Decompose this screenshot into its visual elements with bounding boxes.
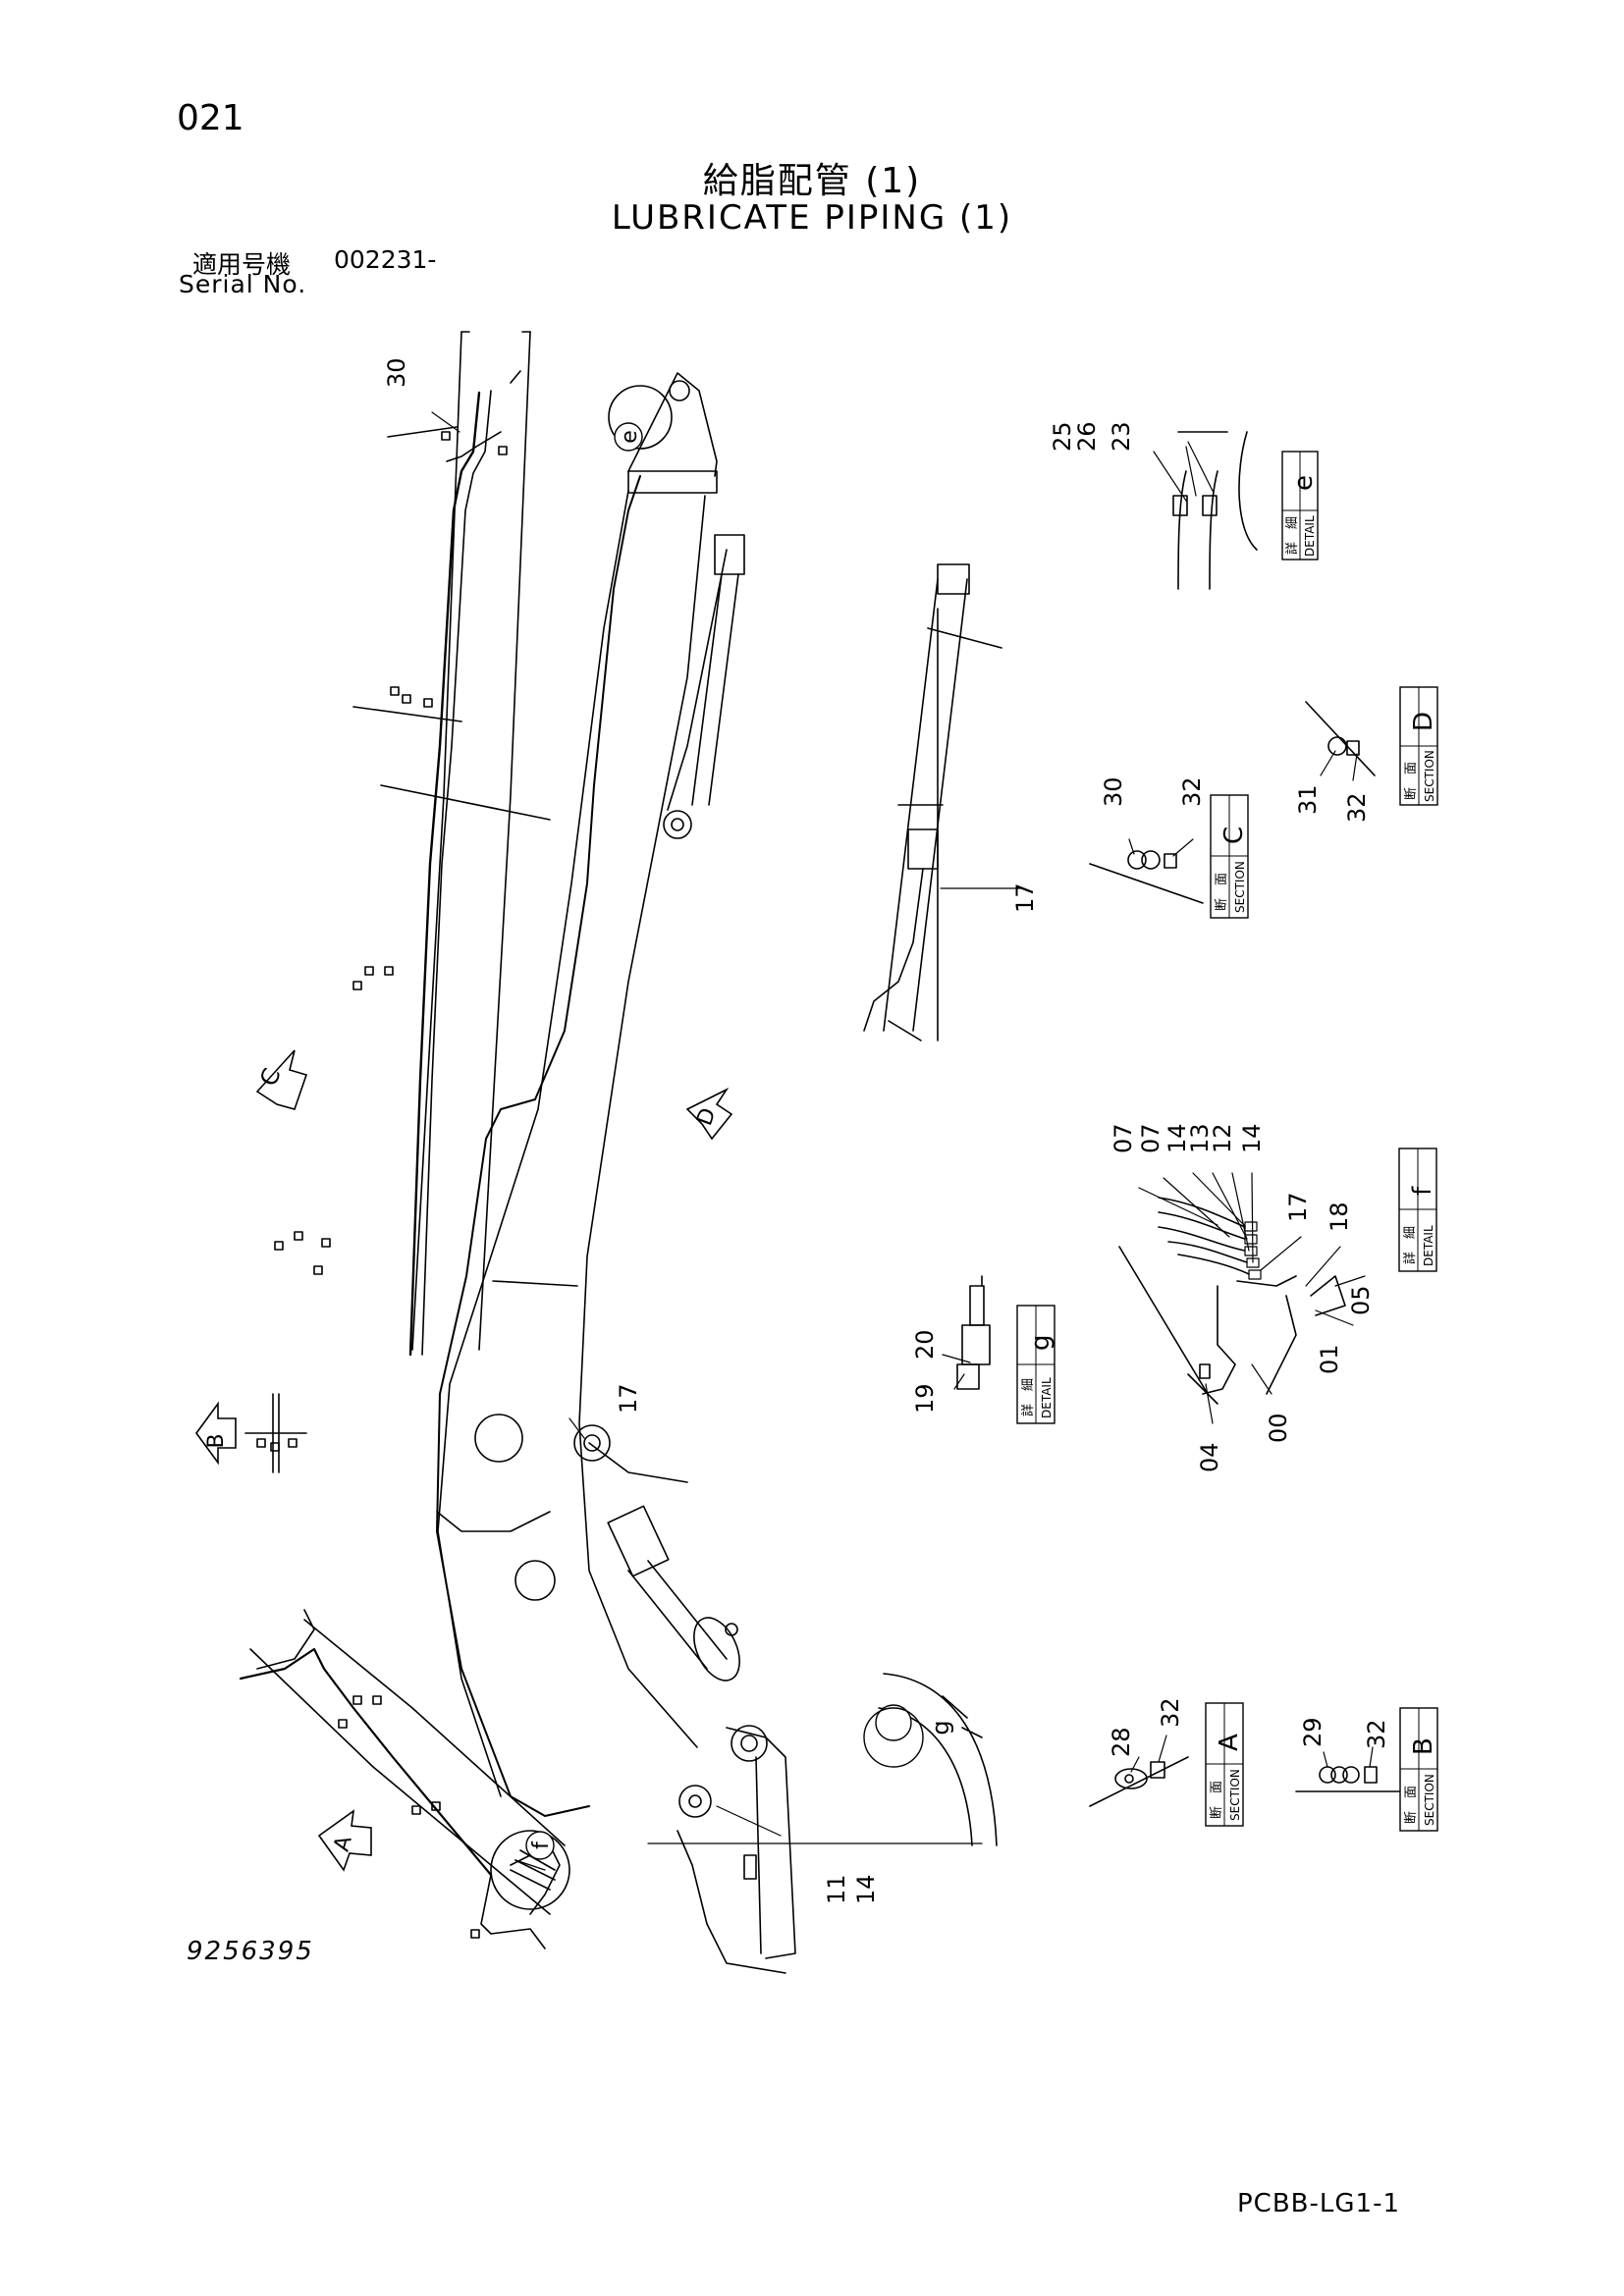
label-box-section-d-en: SECTION [1423,750,1436,802]
detail-g-drawing [956,1275,991,1390]
label-box-section-c-en: SECTION [1233,861,1247,913]
label-box-section-d-letter: D [1409,712,1438,731]
section-d-part-32: 32 [1343,792,1371,823]
view-a-strip [239,1609,566,1949]
callout-30: 30 [383,357,410,388]
label-box-section-a-jp: 断 面 [1210,1781,1224,1819]
label-box-section-c-jp: 断 面 [1215,873,1229,911]
title-japanese: 給脂配管 (1) [702,161,922,201]
label-box-detail-e-en: DETAIL [1303,515,1317,557]
label-box-detail-g-letter: g [1026,1334,1056,1351]
label-box-detail-f-jp: 詳 細 [1402,1226,1418,1264]
label-box-detail-g-jp: 詳 細 [1020,1378,1036,1416]
label-box-section-d-jp: 断 面 [1404,762,1419,800]
label-box-detail-f-en: DETAIL [1422,1225,1435,1266]
detail-circle-f: f [490,1830,570,1910]
detail-f-part-05: 05 [1347,1285,1375,1315]
view-arrow-a-label: A [330,1834,357,1854]
section-c-part-32: 32 [1178,776,1206,807]
label-box-detail-f: 詳 細 DETAIL f [1398,1148,1437,1272]
detail-f-part-18: 18 [1326,1201,1353,1232]
label-box-section-c-letter: C [1219,827,1249,844]
page-number: 021 [177,98,244,138]
view-arrow-b: B [195,1401,237,1466]
label-box-detail-e-jp: 詳 細 [1284,516,1300,555]
detail-g-part-19: 19 [911,1383,939,1414]
detail-e-part-25: 25 [1049,421,1076,452]
boom-assembly [436,372,998,1974]
detail-f-part-07b: 07 [1137,1123,1164,1153]
section-a-part-32: 32 [1157,1697,1184,1728]
detail-f-part-00: 00 [1265,1413,1292,1443]
main-callouts: 30 17 17 11 14 [383,357,1039,1904]
label-box-detail-g: 詳 細 DETAIL g [1016,1305,1056,1424]
label-box-detail-e: 詳 細 DETAIL e [1281,451,1319,561]
section-a-part-28: 28 [1108,1727,1135,1757]
detail-f-part-14b: 14 [1238,1123,1266,1153]
detail-f-part-13: 13 [1186,1123,1214,1153]
callout-17-lower: 17 [1011,882,1039,913]
detail-circle-e: e [608,385,673,452]
sheet-code: PCBB-LG1-1 [1237,2189,1400,2218]
title-english: LUBRICATE PIPING (1) [611,198,1013,238]
view-arrow-d: D [685,1087,733,1141]
section-c-drawing [1089,850,1204,904]
callout-14: 14 [852,1874,880,1904]
serial-label-english: Serial No. [179,270,307,298]
section-d-drawing [1305,701,1376,776]
arm-cylinder-view [863,563,1002,1041]
drawing-number: 9256395 [187,1937,314,1966]
serial-value: 002231- [334,245,437,274]
part-numbers: 25 26 23 30 32 31 32 07 07 14 13 12 14 1… [911,421,1390,1757]
view-arrow-a: A [317,1809,372,1872]
detail-e-part-26: 26 [1073,421,1101,452]
detail-f-part-17: 17 [1284,1192,1312,1222]
label-box-section-b-jp: 断 面 [1404,1786,1419,1824]
detail-circle-f-label: f [529,1841,554,1849]
section-c-part-30: 30 [1100,776,1127,807]
detail-circle-e-label: e [618,430,642,444]
label-box-section-d: 断 面 SECTION D [1399,686,1438,806]
detail-f-part-01: 01 [1316,1344,1343,1374]
detail-circle-g-label: g [927,1720,954,1735]
section-b-part-29: 29 [1299,1717,1326,1747]
detail-e-drawing [1172,431,1258,590]
label-box-section-b: 断 面 SECTION B [1399,1707,1438,1832]
label-box-section-c: 断 面 SECTION C [1210,794,1249,919]
section-d-part-31: 31 [1294,784,1322,815]
label-box-section-b-en: SECTION [1423,1774,1436,1826]
view-arrow-d-label: D [692,1105,721,1129]
leader-lines [431,411,1374,1871]
callout-11: 11 [823,1874,850,1904]
detail-g-part-20: 20 [911,1329,939,1360]
section-b-part-32: 32 [1363,1719,1390,1749]
callout-17-upper: 17 [615,1383,642,1414]
section-b-drawing [1295,1766,1400,1792]
serial-label-japanese: 適用号機 [192,250,292,279]
view-arrow-c: C [254,1049,308,1110]
label-box-detail-g-en: DETAIL [1040,1377,1054,1418]
detail-f-part-12: 12 [1209,1123,1236,1153]
view-b-strip [244,1393,307,1473]
label-box-section-a: 断 面 SECTION A [1205,1702,1244,1827]
label-box-section-b-letter: B [1409,1737,1438,1755]
detail-f-part-14a: 14 [1164,1123,1191,1153]
section-a-drawing [1089,1756,1189,1807]
detail-f-part-07a: 07 [1110,1123,1137,1153]
label-box-section-a-en: SECTION [1228,1769,1242,1821]
detail-f-drawing [1118,1197,1346,1405]
detail-f-part-04: 04 [1196,1442,1223,1472]
view-c-arm-strip [274,331,551,1357]
view-arrow-b-label: B [204,1433,229,1448]
view-arrow-c-label: C [254,1065,286,1090]
label-box-detail-f-letter: f [1408,1186,1437,1196]
detail-circle-g: g [863,1704,954,1768]
label-box-detail-e-letter: e [1289,475,1319,491]
detail-e-part-23: 23 [1108,421,1135,452]
label-box-section-a-letter: A [1215,1734,1244,1751]
